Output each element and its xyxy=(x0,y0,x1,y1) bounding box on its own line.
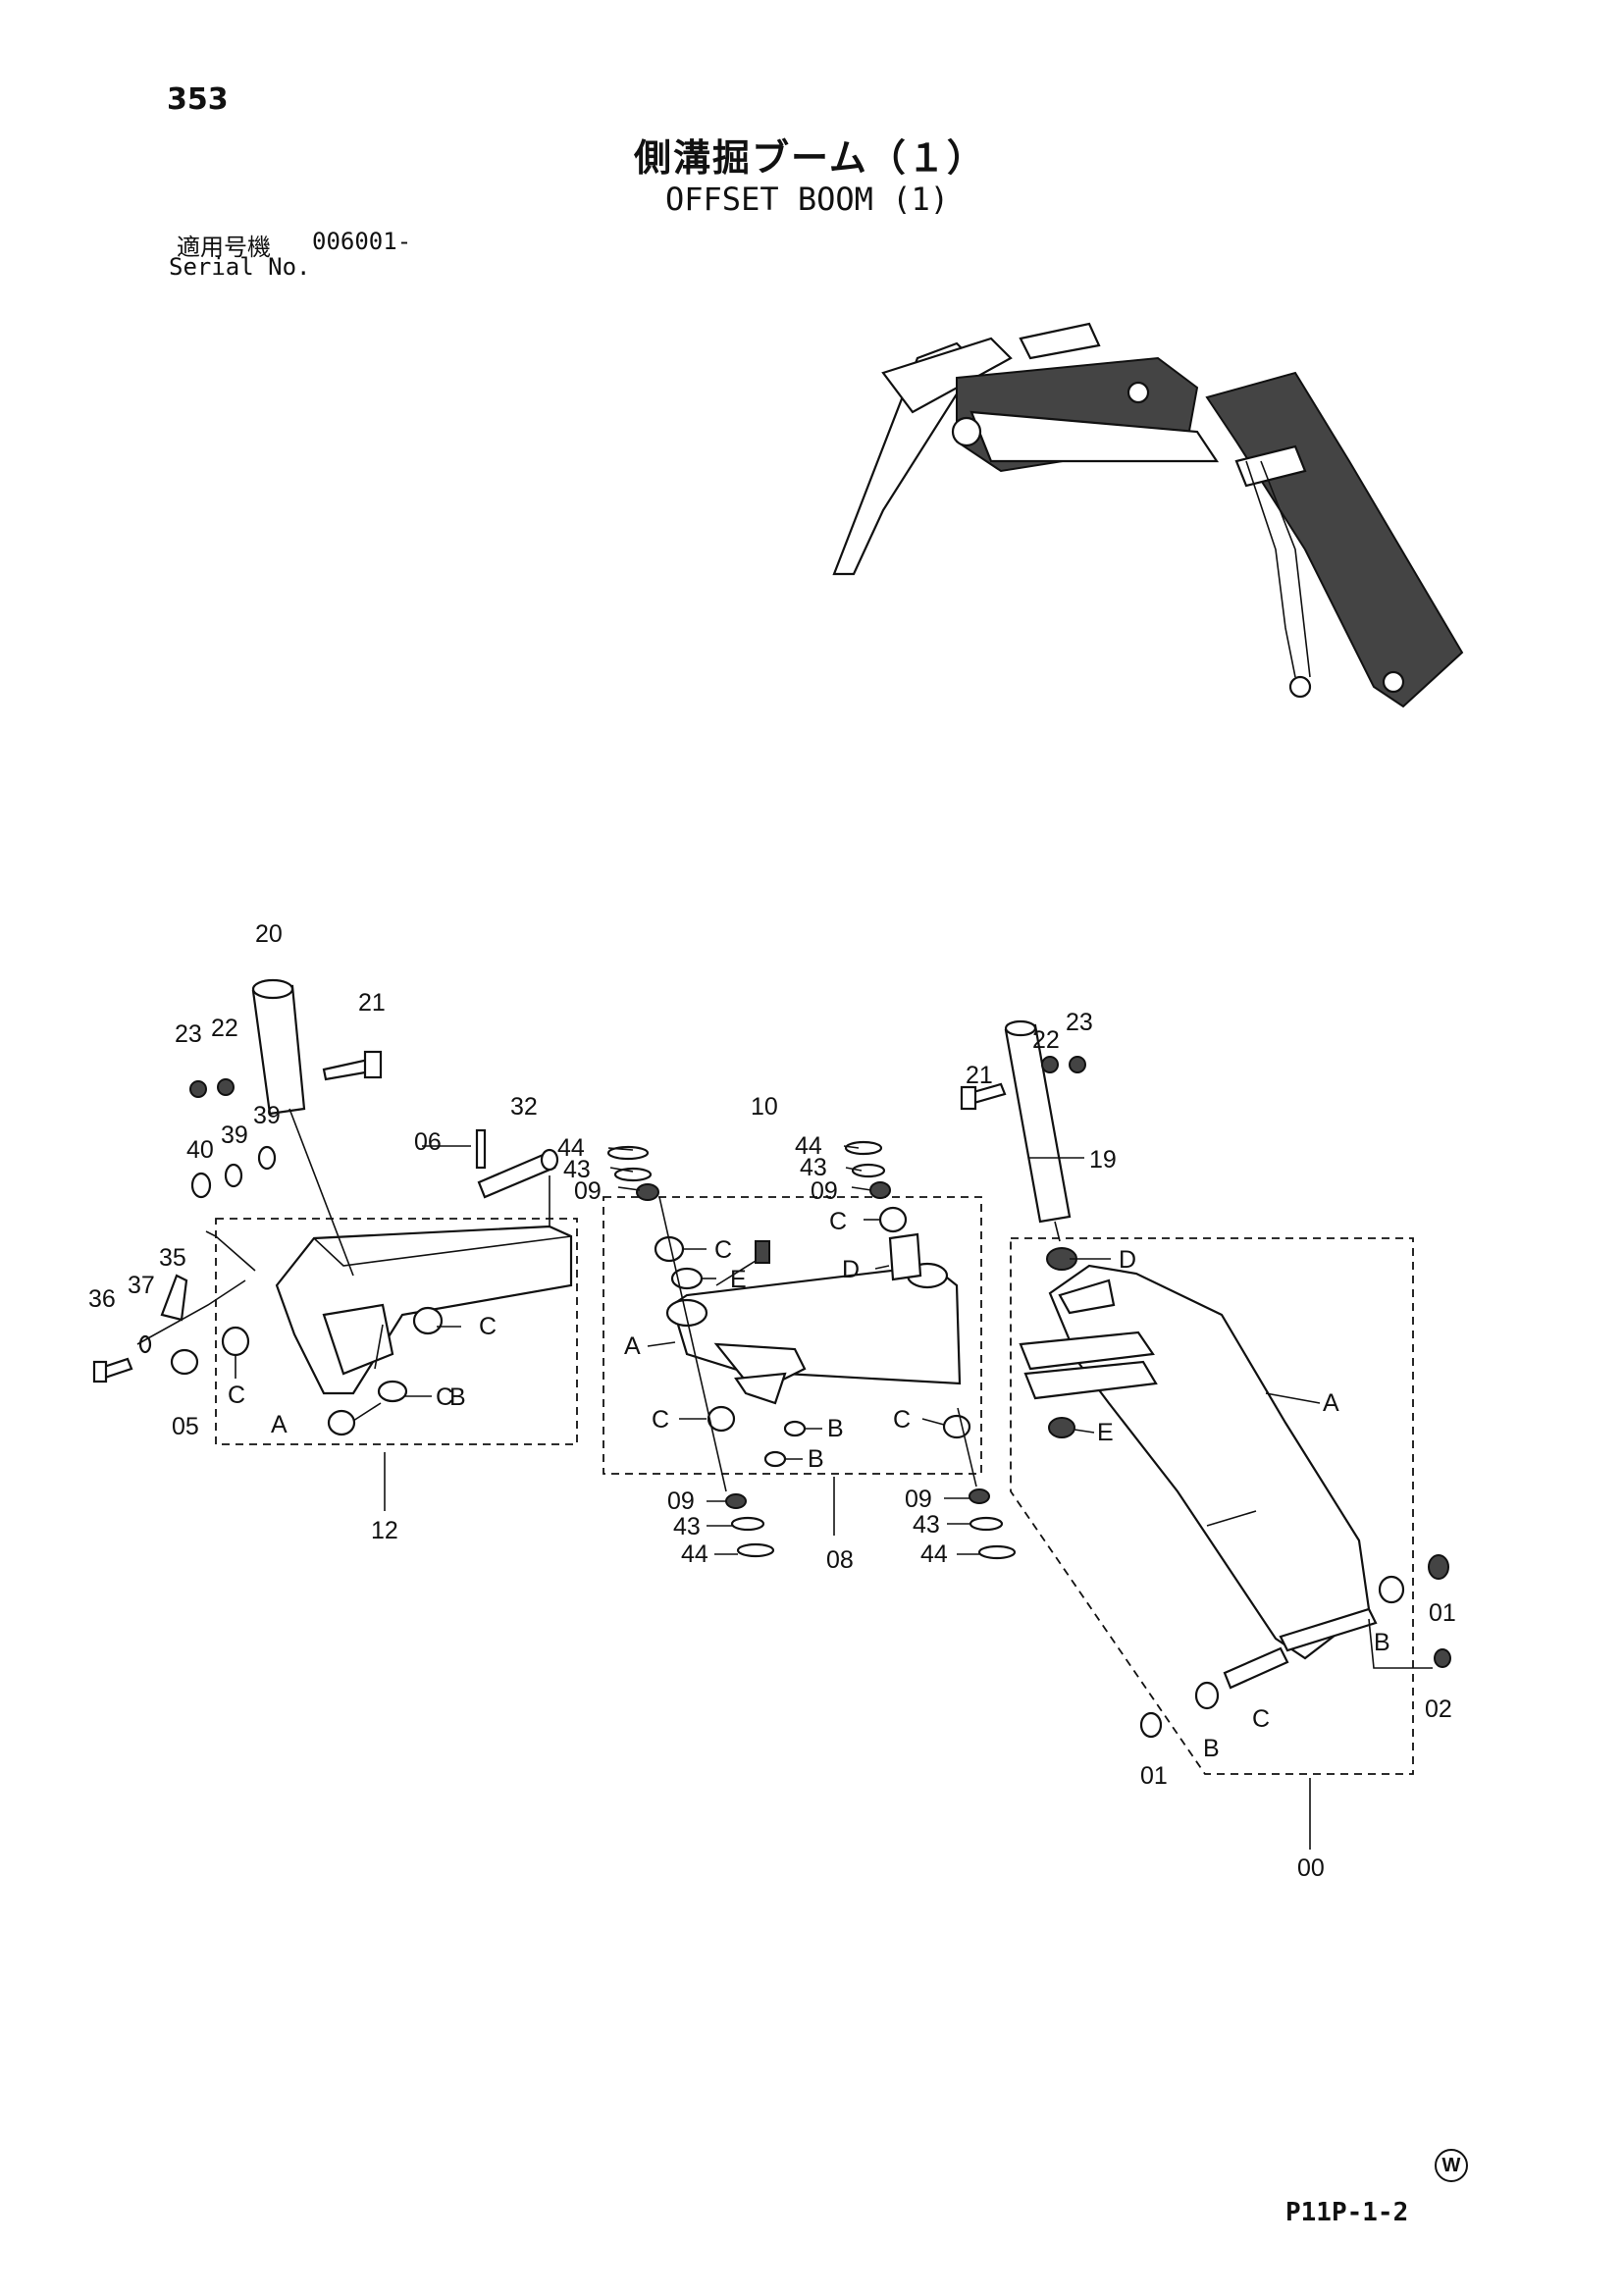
callout-08: 08 xyxy=(826,1546,854,1574)
callout-09: 09 xyxy=(574,1177,602,1205)
callout-C: C xyxy=(829,1208,847,1235)
callout-A: A xyxy=(624,1332,641,1360)
callout-23: 23 xyxy=(175,1020,202,1048)
callout-22: 22 xyxy=(1032,1026,1060,1054)
callout-21: 21 xyxy=(966,1062,993,1089)
callout-C: C xyxy=(479,1313,497,1340)
bracket-assembly-12 xyxy=(92,978,578,1445)
callout-43: 43 xyxy=(673,1513,701,1540)
figure-code: P11P-1-2 xyxy=(1285,2198,1409,2227)
callout-12: 12 xyxy=(371,1517,398,1544)
callout-02: 02 xyxy=(1425,1696,1452,1723)
callout-B: B xyxy=(1374,1629,1390,1656)
callout-43: 43 xyxy=(563,1156,591,1183)
callout-09: 09 xyxy=(667,1487,695,1515)
callout-C: C xyxy=(228,1382,245,1409)
callout-A: A xyxy=(1323,1389,1339,1417)
callout-D: D xyxy=(1119,1246,1136,1274)
callout-39: 39 xyxy=(253,1102,281,1129)
callout-B: B xyxy=(1203,1735,1220,1762)
callout-C: C xyxy=(893,1406,911,1434)
circled-w-mark: W xyxy=(1435,2149,1468,2182)
callout-22: 22 xyxy=(211,1015,238,1042)
callout-C: C xyxy=(436,1383,453,1411)
callout-44: 44 xyxy=(920,1540,948,1568)
overview-illustration xyxy=(832,322,1464,708)
callout-C: C xyxy=(1252,1705,1270,1733)
callout-36: 36 xyxy=(88,1285,116,1313)
callout-B: B xyxy=(827,1415,844,1442)
callout-10: 10 xyxy=(751,1093,778,1121)
callout-D: D xyxy=(842,1256,860,1283)
callout-44: 44 xyxy=(795,1132,822,1160)
callout-06: 06 xyxy=(414,1128,442,1156)
offset-boom-00 xyxy=(960,1019,1451,1775)
callout-05: 05 xyxy=(172,1413,199,1440)
callout-01: 01 xyxy=(1429,1599,1456,1627)
serial-label-english: Serial No. xyxy=(169,253,311,281)
callout-09: 09 xyxy=(811,1177,838,1205)
callout-32: 32 xyxy=(510,1093,538,1121)
leader-lines xyxy=(235,1145,1321,1850)
callout-B: B xyxy=(808,1445,824,1473)
callout-labels: 20 21 23 22 06 32 40 39 39 35 36 37 05 1… xyxy=(88,920,1456,1882)
callout-40: 40 xyxy=(186,1136,214,1164)
callout-E: E xyxy=(1097,1419,1114,1446)
page-title-japanese: 側溝掘ブーム（１） xyxy=(634,136,986,180)
page-number: 353 xyxy=(167,82,229,117)
callout-B: B xyxy=(449,1383,466,1411)
page-title-english: OFFSET BOOM (1) xyxy=(665,181,949,218)
callout-C: C xyxy=(714,1236,732,1264)
callout-43: 43 xyxy=(913,1511,940,1539)
serial-number-value: 006001- xyxy=(312,228,412,255)
callout-E: E xyxy=(730,1266,747,1293)
callout-01: 01 xyxy=(1140,1762,1168,1790)
callout-44: 44 xyxy=(557,1134,585,1162)
callout-37: 37 xyxy=(128,1272,155,1299)
callout-C: C xyxy=(652,1406,669,1434)
callout-35: 35 xyxy=(159,1244,186,1272)
serial-label-japanese: 適用号機 xyxy=(177,234,271,261)
callout-21: 21 xyxy=(358,989,386,1017)
callout-20: 20 xyxy=(255,920,283,948)
callout-39: 39 xyxy=(221,1122,248,1149)
arm-assembly-08 xyxy=(602,1140,1017,1560)
callout-00: 00 xyxy=(1297,1854,1325,1882)
callout-19: 19 xyxy=(1089,1146,1117,1174)
callout-44: 44 xyxy=(681,1540,708,1568)
callout-09: 09 xyxy=(905,1486,932,1513)
callout-23: 23 xyxy=(1066,1009,1093,1036)
callout-43: 43 xyxy=(800,1154,827,1181)
callout-A: A xyxy=(271,1411,288,1438)
